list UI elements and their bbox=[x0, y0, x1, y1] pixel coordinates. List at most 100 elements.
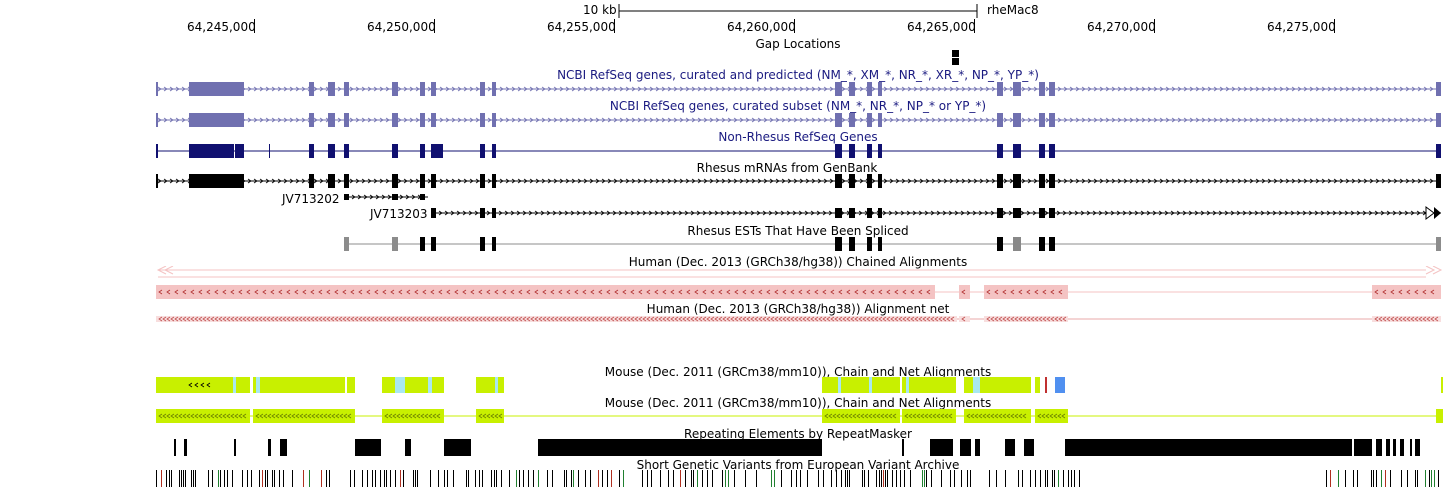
strand-arrow bbox=[1171, 178, 1176, 184]
strand-arrow bbox=[475, 178, 480, 184]
strand-arrow bbox=[685, 86, 690, 92]
strand-arrow bbox=[696, 210, 701, 216]
strand-arrow bbox=[315, 413, 320, 419]
track-title-human-net[interactable]: Human (Dec. 2013 (GRCh38/hg38)) Alignmen… bbox=[646, 302, 950, 316]
strand-arrow bbox=[834, 316, 839, 322]
base-position-ruler[interactable] bbox=[0, 0, 1443, 40]
strand-arrow bbox=[1010, 413, 1015, 419]
strand-arrow bbox=[979, 178, 984, 184]
strand-arrow bbox=[1362, 210, 1367, 216]
strand-arrow bbox=[1069, 86, 1074, 92]
strand-arrow bbox=[1068, 210, 1073, 216]
strand-arrow bbox=[1002, 413, 1007, 419]
variant-mark bbox=[528, 470, 529, 487]
variant-mark bbox=[519, 470, 520, 487]
track-title-gap[interactable]: Gap Locations bbox=[755, 37, 841, 51]
variant-mark bbox=[547, 470, 548, 487]
exon-block bbox=[436, 144, 443, 158]
track-title-rhesus-est[interactable]: Rhesus ESTs That Have Been Spliced bbox=[687, 224, 909, 238]
strand-arrow bbox=[1021, 117, 1026, 123]
strand-arrow bbox=[1404, 210, 1409, 216]
refseq-all-track[interactable] bbox=[0, 80, 1443, 98]
strand-arrow bbox=[1188, 210, 1193, 216]
strand-arrow bbox=[618, 210, 623, 216]
track-title-mouse-chain[interactable]: Mouse (Dec. 2011 (GRCm38/mm10)), Chain a… bbox=[604, 365, 992, 379]
variant-mark bbox=[989, 470, 990, 487]
strand-arrow bbox=[793, 117, 798, 123]
refseq-curated-track[interactable] bbox=[0, 111, 1443, 129]
strand-arrow bbox=[582, 210, 587, 216]
strand-arrow bbox=[454, 289, 459, 295]
exon-block bbox=[392, 82, 398, 96]
track-title-eva-variants[interactable]: Short Genetic Variants from European Var… bbox=[636, 458, 960, 472]
strand-arrow bbox=[558, 289, 563, 295]
strand-arrow bbox=[613, 86, 618, 92]
rhesus-est-track[interactable] bbox=[0, 236, 1443, 252]
gap-track[interactable] bbox=[0, 48, 1443, 68]
variant-mark bbox=[791, 470, 792, 487]
strand-arrow bbox=[1063, 86, 1068, 92]
strand-arrow bbox=[367, 86, 372, 92]
track-title-mouse-net[interactable]: Mouse (Dec. 2011 (GRCm38/mm10)), Chain a… bbox=[604, 396, 992, 410]
strand-arrow bbox=[1297, 86, 1302, 92]
track-title-repeatmasker[interactable]: Repeating Elements by RepeatMasker bbox=[684, 427, 912, 441]
variant-mark bbox=[1074, 470, 1075, 487]
strand-arrow bbox=[973, 117, 978, 123]
track-title-rhesus-mrna[interactable]: Rhesus mRNAs from GenBank bbox=[696, 161, 878, 175]
strand-arrow bbox=[998, 413, 1003, 419]
eva-variants-track[interactable] bbox=[0, 470, 1443, 487]
variant-mark bbox=[208, 470, 209, 487]
variant-mark bbox=[1345, 470, 1346, 487]
strand-arrow bbox=[817, 86, 822, 92]
track-title-nonrhesus-refseq[interactable]: Non-Rhesus RefSeq Genes bbox=[718, 130, 878, 144]
track-title-refseq-all[interactable]: NCBI RefSeq genes, curated and predicted… bbox=[557, 68, 1039, 82]
position-label: 64,260,000 bbox=[727, 20, 796, 34]
track-title-human-chain[interactable]: Human (Dec. 2013 (GRCh38/hg38)) Chained … bbox=[628, 255, 968, 269]
strand-arrow bbox=[354, 316, 359, 322]
strand-arrow bbox=[1406, 289, 1411, 295]
strand-arrow bbox=[1141, 117, 1146, 123]
strand-arrow bbox=[943, 178, 948, 184]
strand-arrow bbox=[438, 210, 443, 216]
strand-arrow bbox=[487, 117, 492, 123]
strand-arrow bbox=[420, 413, 425, 419]
strand-arrow bbox=[270, 289, 275, 295]
strand-arrow bbox=[602, 316, 607, 322]
variant-mark bbox=[1022, 470, 1023, 487]
mrna-item-label[interactable]: JV713203 bbox=[370, 207, 428, 221]
strand-arrow bbox=[194, 413, 199, 419]
variant-mark bbox=[395, 470, 396, 487]
rhesus-mrna-track[interactable] bbox=[0, 172, 1443, 222]
strand-arrow bbox=[901, 117, 906, 123]
strand-arrow bbox=[303, 413, 308, 419]
strand-arrow bbox=[1255, 178, 1260, 184]
strand-arrow bbox=[342, 316, 347, 322]
strand-arrow bbox=[301, 178, 306, 184]
strand-arrow bbox=[679, 86, 684, 92]
strand-arrow bbox=[517, 178, 522, 184]
strand-arrow bbox=[841, 178, 846, 184]
strand-arrow bbox=[872, 413, 877, 419]
variant-mark bbox=[183, 470, 184, 487]
strand-arrow bbox=[678, 316, 683, 322]
variant-mark bbox=[242, 470, 243, 487]
strand-arrow bbox=[1128, 210, 1133, 216]
strand-arrow bbox=[726, 289, 731, 295]
human-net-track[interactable] bbox=[0, 313, 1443, 325]
strand-arrow bbox=[486, 210, 491, 216]
mouse-net-track[interactable] bbox=[0, 408, 1443, 425]
strand-arrow bbox=[294, 316, 299, 322]
repeat-element bbox=[1410, 439, 1412, 456]
repeatmasker-track[interactable] bbox=[0, 439, 1443, 456]
nonrhesus-refseq-track[interactable] bbox=[0, 142, 1443, 160]
strand-arrow bbox=[230, 316, 235, 322]
exon-block bbox=[420, 237, 425, 251]
strand-arrow bbox=[1129, 117, 1134, 123]
track-title-refseq-curated[interactable]: NCBI RefSeq genes, curated subset (NM_*,… bbox=[609, 99, 987, 113]
mrna-item-label[interactable]: JV713202 bbox=[282, 192, 340, 206]
human-chain-track[interactable] bbox=[0, 266, 1443, 302]
strand-arrow bbox=[1069, 117, 1074, 123]
mouse-chain-track[interactable] bbox=[0, 377, 1443, 394]
strand-arrow bbox=[1159, 178, 1164, 184]
